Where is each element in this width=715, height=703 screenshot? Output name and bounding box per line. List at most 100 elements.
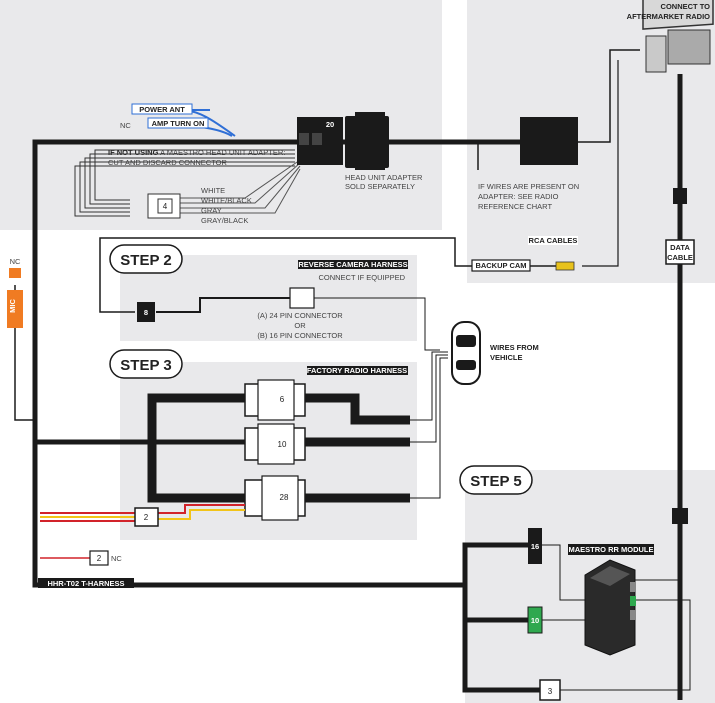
factory-radio-harness-label: FACTORY RADIO HARNESS <box>307 366 407 375</box>
reverse-cam-8-connector <box>137 302 155 322</box>
data-cable-connector-top <box>673 188 687 204</box>
step5-badge <box>459 465 533 495</box>
mic-nc-connector <box>9 268 21 278</box>
module-3-wire <box>560 599 691 691</box>
maestro-module-icon <box>584 559 636 656</box>
car-icon <box>451 321 481 385</box>
rca-to-radio-wire <box>582 60 619 267</box>
radio-connect-wire <box>578 49 640 143</box>
connector-10-face <box>257 423 295 465</box>
connector-6-number: 6 <box>280 395 285 404</box>
radio-adapter-box <box>520 117 578 165</box>
reverse-camera-harness-bar <box>298 260 408 269</box>
head-unit-connector-slot-1 <box>299 133 309 145</box>
module-16-wire <box>542 544 585 601</box>
wire-white-label: WHITE <box>201 186 225 195</box>
step2-badge <box>109 244 183 274</box>
gray-black-wire <box>180 168 301 214</box>
if-wires-present-1: IF WIRES ARE PRESENT ON <box>478 182 579 191</box>
two-pin-b-nc: NC <box>111 554 122 563</box>
mic-connector <box>7 290 23 328</box>
connect-if-equipped: CONNECT IF EQUIPPED <box>318 273 405 282</box>
factory-harness-6 <box>300 393 410 425</box>
wire-gray-black-label: GRAY/BLACK <box>201 216 248 225</box>
data-cable-connector-bottom <box>672 508 688 524</box>
module-10-number: 10 <box>531 616 539 625</box>
backup-cam-label: BACKUP CAM <box>475 261 526 270</box>
power-ant-label: POWER ANT <box>139 105 185 114</box>
four-pin-connector <box>147 193 181 219</box>
amp-turn-on-tag <box>147 117 209 129</box>
reverse-cam-drop <box>99 300 135 313</box>
amp-turn-on-label: AMP TURN ON <box>152 119 205 128</box>
gray-wire-4 <box>79 161 295 213</box>
head-unit-adapter-body <box>355 112 385 170</box>
backup-cam-wire <box>99 237 472 300</box>
step5-cable-16 <box>462 542 528 585</box>
data-cable-label-2: CABLE <box>667 253 693 262</box>
four-pin-number: 4 <box>163 202 168 211</box>
two-pin-connector-b <box>89 550 109 566</box>
step5-cable-3 <box>462 620 540 693</box>
module-connector-16 <box>528 528 542 564</box>
connector-28-number: 28 <box>280 493 289 502</box>
wires-from-vehicle-1: WIRES FROM <box>490 343 539 352</box>
red-wire-3 <box>158 504 245 514</box>
harness-10-to-vehicle <box>410 354 448 443</box>
two-pin-b-number: 2 <box>97 554 102 563</box>
maestro-module-label: MAESTRO RR MODULE <box>569 545 654 554</box>
connector-6-face <box>257 379 295 421</box>
two-pin-a-number: 2 <box>144 513 149 522</box>
factory-radio-harness-bar <box>307 366 408 375</box>
module-16-number: 16 <box>531 542 539 551</box>
step3-badge <box>109 349 183 379</box>
mic-nc-label: NC <box>10 257 21 266</box>
step2-label: STEP 2 <box>120 252 171 269</box>
reverse-cam-to-vehicle <box>314 297 440 351</box>
head-unit-adapter-label-2: SOLD SEPARATELY <box>345 182 415 191</box>
reverse-cam-wire <box>156 297 290 313</box>
module-3-number: 3 <box>548 687 553 696</box>
connector-10-number: 10 <box>278 440 287 449</box>
amp-nc-label: NC <box>120 121 131 130</box>
connector-a: (A) 24 PIN CONNECTOR <box>257 311 343 320</box>
connect-to-label-1: CONNECT TO <box>661 2 711 11</box>
rca-plug-icon <box>555 261 575 271</box>
if-wires-present-3: REFERENCE CHART <box>478 202 552 211</box>
step5-label: STEP 5 <box>470 473 521 490</box>
rca-cables-tag <box>528 236 578 245</box>
gray-wire-5 <box>74 165 295 217</box>
head-unit-connector-number: 20 <box>326 120 334 129</box>
if-wires-present-2: ADAPTER: SEE RADIO <box>478 192 559 201</box>
harness-28-to-vehicle <box>410 357 448 499</box>
connector-or: OR <box>294 321 306 330</box>
reverse-camera-harness-label: REVERSE CAMERA HARNESS <box>298 260 407 269</box>
four-pin-inner <box>157 198 173 214</box>
maestro-module-tag <box>568 544 654 555</box>
connector-b: (B) 16 PIN CONNECTOR <box>257 331 343 340</box>
head-unit-adapter-label-1: HEAD UNIT ADAPTER <box>345 173 423 182</box>
two-pin-connector-a <box>134 507 159 527</box>
mic-wire <box>14 285 35 421</box>
rca-cables-label: RCA CABLES <box>529 236 578 245</box>
harness-6-to-vehicle <box>410 351 448 421</box>
gray-wire-1 <box>94 149 295 201</box>
gray-wire <box>180 165 301 209</box>
connector-28-face <box>261 475 299 521</box>
radio-icon <box>642 0 714 73</box>
if-not-using-text: IF NOT USING A MAESTRO HEAD UNIT ADAPTER… <box>108 148 285 157</box>
reverse-cam-8-number: 8 <box>144 308 148 317</box>
wire-white-black-label: WHITE/BLACK <box>201 196 252 205</box>
step3-label: STEP 3 <box>120 357 171 374</box>
wires-from-vehicle-2: VEHICLE <box>490 353 523 362</box>
yellow-wire-2 <box>158 509 245 520</box>
white-wire <box>180 159 301 199</box>
t-harness-tag <box>38 578 134 588</box>
t-harness-label: HHR-T02 T-HARNESS <box>47 579 124 588</box>
head-unit-connector-slot-2 <box>312 133 322 145</box>
power-ant-tag <box>131 103 193 115</box>
data-cable-label-1: DATA <box>670 243 690 252</box>
mic-label: MIC <box>8 299 17 313</box>
